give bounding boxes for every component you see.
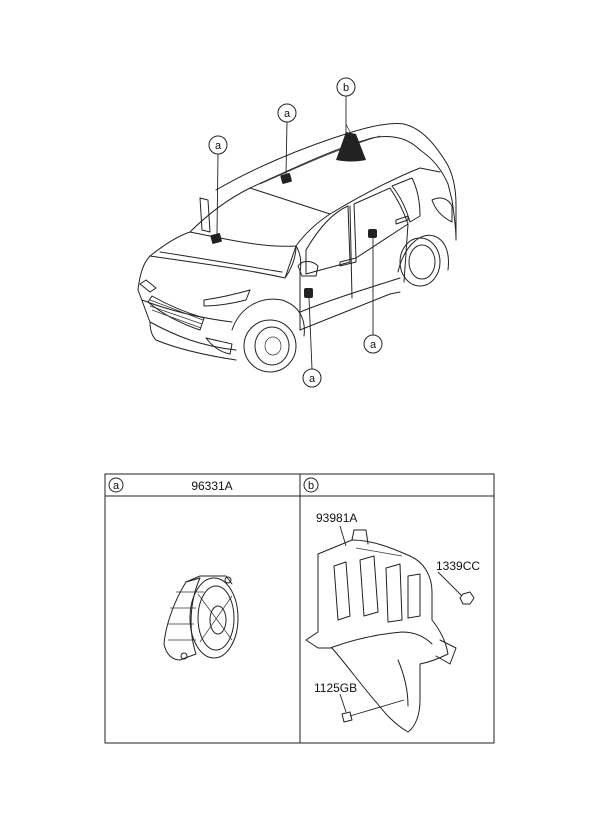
roof-antenna-marker xyxy=(336,132,366,162)
svg-text:a: a xyxy=(215,140,222,152)
antenna-bracket-part-number: 93981A xyxy=(316,511,357,525)
svg-text:a: a xyxy=(309,373,316,385)
panel-a-label: a xyxy=(113,480,120,492)
component-markers xyxy=(210,132,377,298)
callout-front-door: a xyxy=(302,368,322,388)
svg-text:a: a xyxy=(284,108,291,120)
callout-front-dash: a xyxy=(208,135,228,155)
dash-speaker-marker xyxy=(210,233,222,244)
callout-roof-front: a xyxy=(277,103,297,123)
roof-front-speaker-marker xyxy=(280,173,292,184)
speaker-illustration xyxy=(163,575,239,661)
callout-roof-antenna: b xyxy=(336,77,356,97)
vehicle-illustration xyxy=(137,123,457,373)
bolt-part-number: 1125GB xyxy=(314,681,357,695)
nut-part-number: 1339CC xyxy=(436,559,480,573)
antenna-bracket-illustration xyxy=(305,525,475,733)
panel-b-header: b xyxy=(303,477,319,493)
parts-table xyxy=(104,473,495,744)
svg-text:b: b xyxy=(343,82,349,94)
front-door-speaker-marker xyxy=(304,288,313,298)
svg-text:a: a xyxy=(370,339,377,351)
leader-lines xyxy=(216,96,374,370)
panel-a-part-number: 96331A xyxy=(191,479,232,493)
panel-b-label: b xyxy=(308,480,314,492)
rear-door-speaker-marker xyxy=(368,229,377,238)
callout-rear-door: a xyxy=(363,334,383,354)
panel-a-header: a 96331A xyxy=(108,477,233,493)
